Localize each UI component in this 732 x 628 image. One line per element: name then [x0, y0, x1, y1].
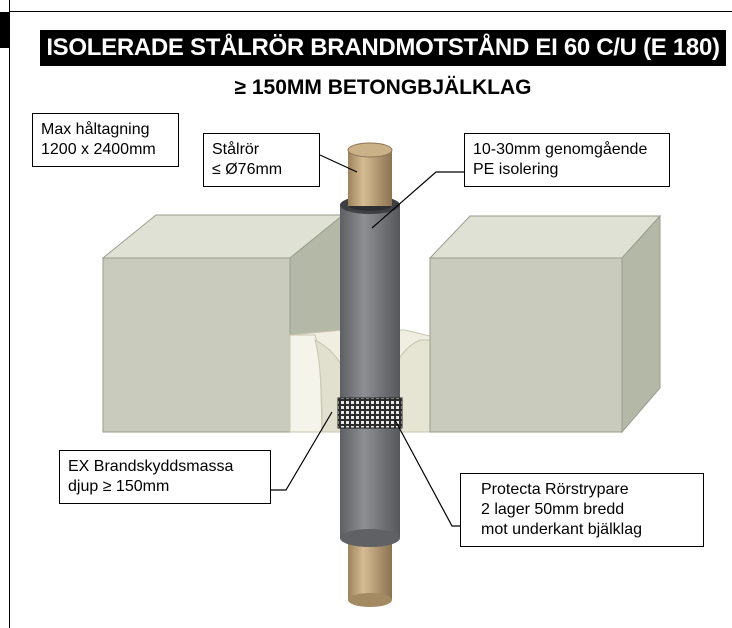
callout-fire-sealant: EX Brandskyddsmassa djup ≥ 150mm: [59, 450, 271, 504]
callout-steel-pipe-line2: ≤ Ø76mm: [212, 161, 283, 178]
callout-max-opening-line1: Max håltagning: [41, 121, 150, 138]
callout-pipe-wrap-line2: 2 lager 50mm bredd: [481, 501, 625, 518]
page-title: ISOLERADE STÅLRÖR BRANDMOTSTÅND EI 60 C/…: [40, 30, 726, 66]
left-border-marker: [0, 12, 10, 48]
concrete-slab-right: [428, 214, 662, 434]
callout-steel-pipe: Stålrör ≤ Ø76mm: [203, 133, 320, 187]
callout-pipe-wrap-line3: mot underkant bjälklag: [481, 521, 642, 538]
callout-pe-insulation-line1: 10-30mm genomgående: [473, 141, 648, 158]
top-border-rule: [10, 0, 732, 12]
pipe-wrap-mesh: [337, 397, 403, 429]
steel-pipe-top: [347, 142, 393, 206]
page-subtitle: ≥ 150MM BETONGBJÄLKLAG: [234, 76, 532, 99]
left-border-rule: [0, 0, 10, 628]
leader-line-wrap: [394, 419, 460, 527]
leader-line-pipe: [319, 154, 358, 173]
callout-pipe-wrap: Protecta Rörstrypare 2 lager 50mm bredd …: [460, 473, 704, 547]
callout-pipe-wrap-line1: Protecta Rörstrypare: [481, 481, 629, 498]
callout-fire-sealant-line1: EX Brandskyddsmassa: [68, 458, 234, 475]
callout-fire-sealant-line2: djup ≥ 150mm: [68, 478, 170, 495]
callout-pe-insulation: 10-30mm genomgående PE isolering: [464, 133, 670, 187]
callout-pe-insulation-line2: PE isolering: [473, 161, 559, 178]
callout-max-opening: Max håltagning 1200 x 2400mm: [32, 113, 179, 167]
leader-line-insulation: [371, 171, 464, 229]
callout-max-opening-line2: 1200 x 2400mm: [41, 141, 156, 158]
pe-insulation-sleeve: [340, 196, 400, 547]
callout-steel-pipe-line1: Stålrör: [212, 141, 260, 158]
leader-line-sealant: [270, 411, 333, 491]
